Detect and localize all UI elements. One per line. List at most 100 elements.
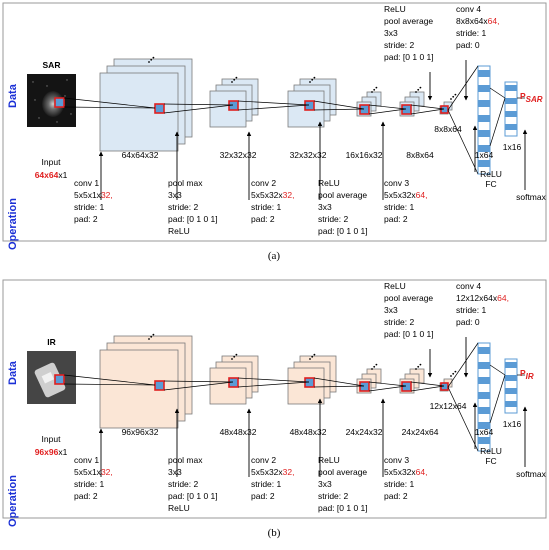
operation-text: stride: 2 <box>168 202 199 212</box>
ellipsis-dot <box>373 365 376 368</box>
operation-text: pad: 2 <box>384 491 408 501</box>
sar-noise-speck <box>32 81 34 83</box>
fc-label: ReLU <box>480 446 502 456</box>
operation-text: 5x5x32x32, <box>251 467 295 477</box>
feature-map-stack-2 <box>209 78 259 128</box>
fc-dimension-label: 1x64 <box>475 150 494 160</box>
dimension-label: 16x16x32 <box>346 150 383 160</box>
projection-line <box>237 100 310 106</box>
operation-text: stride: 2 <box>318 214 349 224</box>
projection-line <box>63 383 156 386</box>
operation-text: ReLU <box>168 503 190 513</box>
operation-text: ReLU <box>384 4 406 14</box>
sar-noise-speck <box>64 95 66 97</box>
fc-vector-16 <box>504 358 518 414</box>
operation-text: 3x3 <box>168 467 182 477</box>
fc-vector-cell <box>478 100 490 107</box>
ellipsis-dot <box>152 333 155 336</box>
dimension-label: 24x24x32 <box>346 427 383 437</box>
operation-text: conv 4 <box>456 4 481 14</box>
operation-text: 5x5x32x64, <box>384 467 428 477</box>
side-label-data: Data <box>7 360 19 385</box>
operation-text: stride: 2 <box>318 491 349 501</box>
feature-map-stack-2 <box>209 355 259 405</box>
fc-vector-cell <box>505 375 517 381</box>
input-label: Input <box>42 434 62 444</box>
projection-line <box>410 104 445 110</box>
fc-vector-cell <box>478 85 490 92</box>
feature-map-slice <box>209 90 247 128</box>
projection-line <box>447 65 479 111</box>
ellipsis-dot <box>148 61 150 63</box>
fc-vector-cell <box>478 392 490 399</box>
sar-noise-speck <box>70 113 72 115</box>
receptive-field-highlight <box>154 103 165 114</box>
ellipsis-dot <box>454 93 457 96</box>
operation-text: pad: 0 <box>456 317 480 327</box>
projection-line <box>410 108 445 115</box>
receptive-field-highlight <box>54 97 65 108</box>
feature-map-stack-1 <box>99 335 193 429</box>
ellipsis-dot <box>235 76 238 79</box>
fc-vector-frame <box>504 81 518 137</box>
softmax-label: softmax <box>516 469 547 479</box>
ellipsis-dot <box>452 95 455 98</box>
operation-text: 3x3 <box>318 202 332 212</box>
ellipsis-dot <box>415 91 417 93</box>
panel-caption: (a) <box>268 250 281 262</box>
projection-line <box>368 104 407 110</box>
operation-text: 5x5x32x64, <box>384 190 428 200</box>
fc-vector-cell <box>505 388 517 394</box>
panel-frame <box>2 279 547 519</box>
sar-noise-speck <box>34 99 36 101</box>
operation-text: conv 4 <box>456 281 481 291</box>
projection-line <box>368 385 407 392</box>
projection-line <box>410 385 445 392</box>
operation-text: 8x8x64x64, <box>456 16 500 26</box>
operation-text: pool average <box>384 293 433 303</box>
ir-target-hotspot <box>41 371 55 384</box>
fc-vector-64 <box>477 342 491 452</box>
fc-vector-cell <box>478 145 490 152</box>
panel-caption: (b) <box>268 527 281 539</box>
operation-text: pad: 2 <box>74 491 98 501</box>
dimension-label: 32x32x32 <box>220 150 257 160</box>
fc-vector-cell <box>478 437 490 444</box>
ellipsis-dot <box>309 81 311 83</box>
dimension-label: 48x48x32 <box>290 427 327 437</box>
operation-text: stride: 1 <box>251 202 282 212</box>
ellipsis-dot <box>152 56 155 59</box>
operation-text: stride: 2 <box>168 479 199 489</box>
operation-text: conv 1 <box>74 455 99 465</box>
projection-line <box>410 381 445 387</box>
operation-text: pad: 0 <box>456 40 480 50</box>
projection-line <box>313 377 365 387</box>
operation-text: stride: 2 <box>384 317 415 327</box>
ellipsis-dot <box>148 338 150 340</box>
fc-dimension-label: 1x16 <box>503 419 522 429</box>
ir-input-image <box>27 351 76 404</box>
ellipsis-dot <box>231 358 233 360</box>
operation-text: ReLU <box>318 455 340 465</box>
operation-text: conv 3 <box>384 455 409 465</box>
dimension-label: 12x12x64 <box>430 401 467 411</box>
dimension-label: 48x48x32 <box>220 427 257 437</box>
ellipsis-dot <box>375 86 378 89</box>
ellipsis-dot <box>417 88 420 91</box>
projection-line <box>313 385 365 388</box>
operation-text: pool average <box>318 190 367 200</box>
operation-text: pad: [0 1 0 1] <box>318 226 368 236</box>
ellipsis-dot <box>373 88 376 91</box>
projection-line <box>489 97 506 147</box>
operation-text: stride: 1 <box>74 202 105 212</box>
operation-text: conv 1 <box>74 178 99 188</box>
operation-text: pad: [0 1 0 1] <box>168 491 218 501</box>
operation-text: pool average <box>318 467 367 477</box>
operation-text: 12x12x64x64, <box>456 293 509 303</box>
projection-line <box>163 381 234 391</box>
projection-line <box>63 106 156 109</box>
fc-vector-cell <box>478 70 490 77</box>
operation-text: 5x5x32x32, <box>251 190 295 200</box>
ellipsis-dot <box>311 78 314 81</box>
